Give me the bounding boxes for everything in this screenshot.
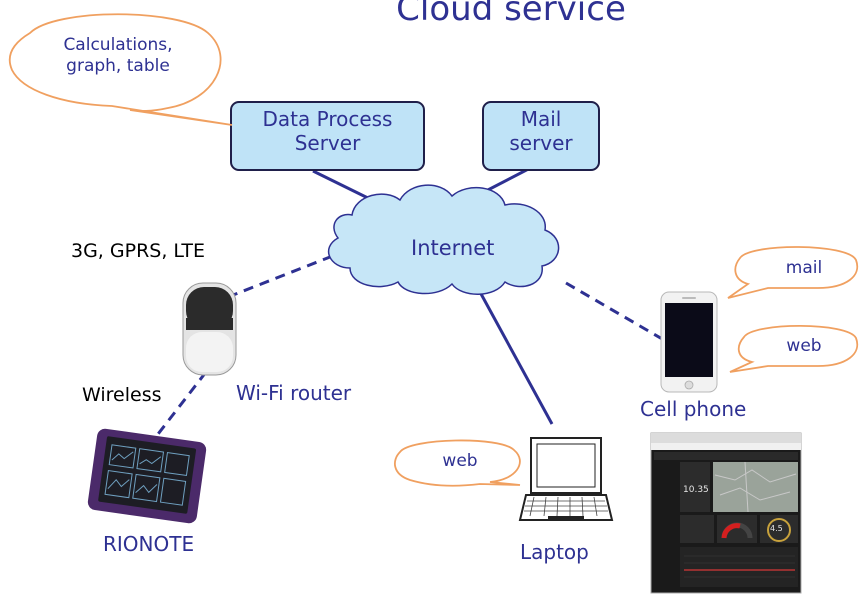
page-title: Cloud service [396, 0, 626, 29]
laptop-icon [518, 437, 614, 521]
mobile-network-label: 3G, GPRS, LTE [71, 240, 205, 262]
cell-phone-label: Cell phone [640, 397, 747, 421]
calc-bubble-line2: graph, table [66, 56, 170, 77]
web-laptop-bubble-shape [394, 439, 521, 487]
link-router-internet [227, 255, 331, 299]
cell-phone-icon [660, 291, 718, 393]
calc-bubble-shape [8, 13, 233, 126]
link-router-rionote [153, 371, 208, 439]
dashboard-screenshot [650, 432, 802, 594]
rionote-device-icon [87, 428, 207, 524]
mail-server-label: Mail server [483, 107, 599, 155]
mail-bubble-shape [727, 246, 859, 299]
data-process-server-label: Data Process Server [231, 107, 424, 155]
web-laptop-bubble-text: web [442, 451, 478, 471]
data-process-server-line1: Data Process [262, 107, 393, 131]
wifi-router-label: Wi-Fi router [236, 381, 352, 405]
rionote-label: RIONOTE [103, 532, 195, 556]
data-process-server-line2: Server [294, 131, 361, 155]
internet-label: Internet [411, 236, 495, 260]
dashboard-reading: 10.35 [683, 485, 709, 495]
web-phone-bubble-text: web [786, 336, 822, 356]
wifi-router-icon [182, 282, 237, 376]
dashboard-gauge-value: 4.5 [770, 524, 783, 533]
calc-bubble-text: Calculations, graph, table [38, 35, 198, 78]
mail-server-line2: server [509, 131, 573, 155]
link-phone-internet [565, 281, 665, 342]
web-phone-bubble-shape [729, 324, 859, 373]
link-laptop-internet [478, 291, 554, 425]
mail-server-line1: Mail [520, 107, 562, 131]
link-server-internet [312, 169, 373, 202]
mail-bubble-text: mail [785, 258, 823, 278]
mail-server-box [482, 101, 600, 171]
data-process-server-box [230, 101, 425, 171]
wireless-label: Wireless [82, 384, 162, 406]
laptop-label: Laptop [520, 540, 589, 564]
internet-cloud [327, 184, 560, 295]
calc-bubble-line1: Calculations, [63, 35, 173, 55]
